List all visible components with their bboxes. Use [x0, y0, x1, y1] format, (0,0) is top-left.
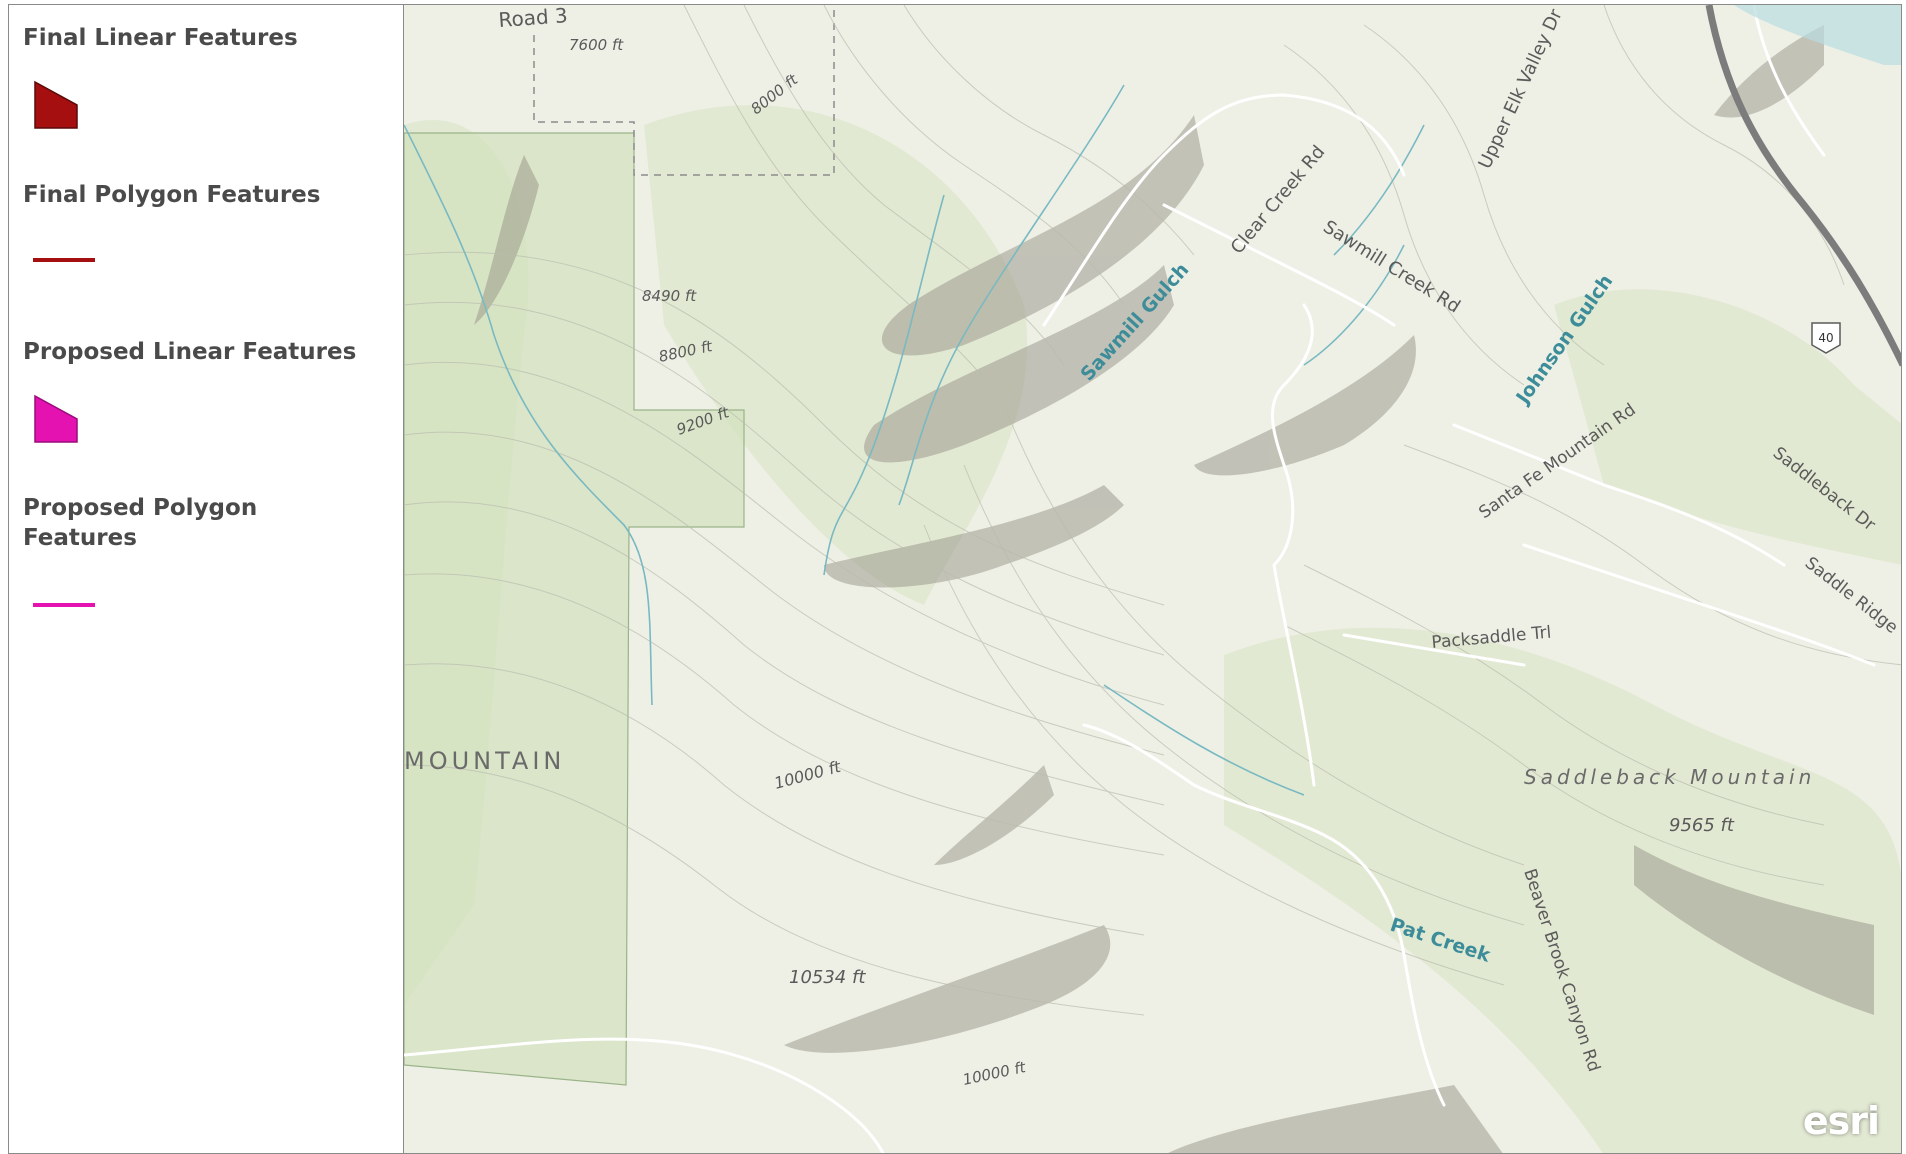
highway-40: [1705, 5, 1901, 367]
topographic-basemap[interactable]: 40 Road 3 7600 ft 8000 ft 8490 ft 8800 f…: [404, 5, 1902, 1154]
streams: [404, 84, 1425, 796]
label-elev-9565: 9565 ft: [1669, 815, 1735, 836]
contour-lines: [404, 5, 1901, 1016]
final-polygon-line-swatch: [33, 258, 95, 262]
legend-item-proposed-linear: Proposed Linear Features: [23, 337, 393, 443]
label-road-top: Road 3: [498, 5, 569, 32]
label-saddleback-mountain: Saddleback Mountain: [1524, 765, 1815, 789]
legend-item-final-polygon: Final Polygon Features: [23, 180, 393, 262]
water-body: [1734, 5, 1901, 65]
final-linear-polygon-swatch: [34, 80, 78, 129]
label-elev-10534: 10534 ft: [789, 967, 866, 988]
hillshade: [474, 25, 1874, 1153]
map-view[interactable]: 40 Road 3 7600 ft 8000 ft 8490 ft 8800 f…: [403, 4, 1902, 1154]
highway-shield: 40: [1811, 322, 1841, 354]
legend-label: Final Polygon Features: [23, 182, 321, 208]
legend-label: Proposed Polygon Features: [23, 495, 258, 551]
proposed-polygon-line-swatch: [33, 603, 95, 607]
legend-panel: Final Linear Features Final Polygon Feat…: [8, 4, 403, 1154]
legend-item-proposed-polygon: Proposed Polygon Features: [23, 493, 393, 607]
esri-logo[interactable]: esri: [1802, 1099, 1880, 1143]
boundary-dashed: [533, 5, 835, 176]
legend-label: Proposed Linear Features: [23, 339, 357, 365]
label-elev-7600: 7600 ft: [569, 36, 624, 54]
label-mountain: MOUNTAIN: [404, 747, 565, 775]
public-land-area: [404, 132, 745, 1086]
proposed-linear-polygon-swatch: [34, 394, 78, 443]
roads: [404, 5, 1876, 1153]
label-elev-8400: 8490 ft: [642, 287, 697, 305]
legend-item-final-linear: Final Linear Features: [23, 23, 393, 129]
legend-label: Final Linear Features: [23, 25, 298, 51]
highway-shield-label: 40: [1818, 331, 1833, 345]
